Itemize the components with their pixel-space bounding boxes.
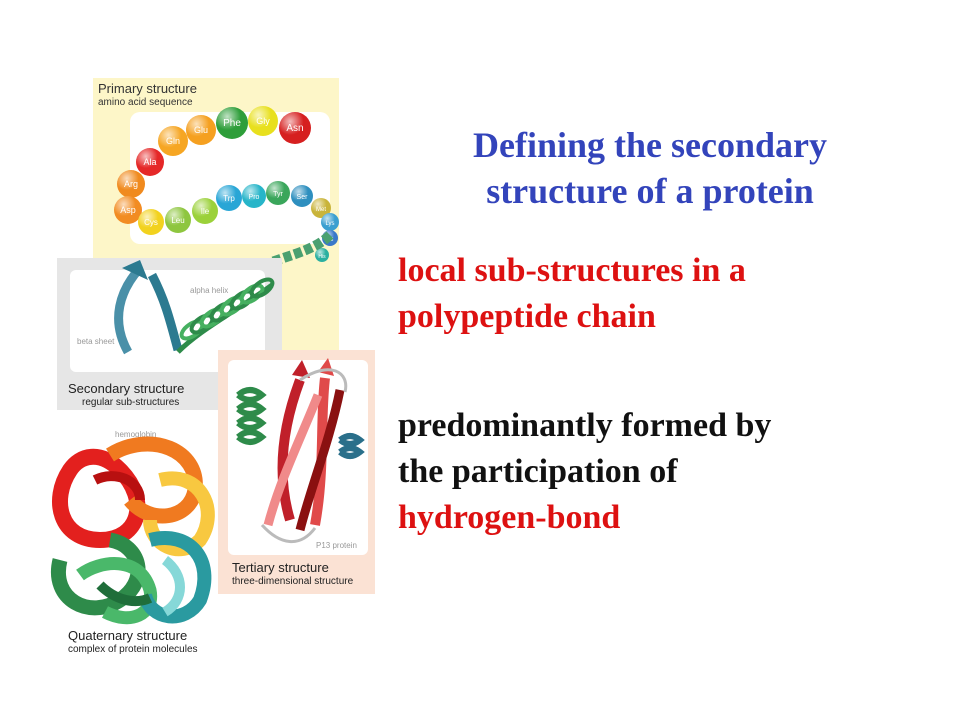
amino-acid-label: Ala [143,157,156,167]
helix-coil [249,277,275,299]
quaternary-structure-panel: hemoglobin Quaternary structure complex … [51,430,215,655]
amino-acid-bead-shine [114,196,142,224]
amino-acid-label: Met [316,207,326,213]
amino-acid-bead-shine [266,181,290,205]
amino-acid-label: Gln [166,136,180,146]
amino-acid-bead-shine [216,107,248,139]
amino-acid-bead-shine [291,185,313,207]
primary-structure-subtitle: amino acid sequence [98,97,193,108]
quaternary-structure-title: Quaternary structure [68,628,187,643]
amino-acid-bead-shine [311,198,331,218]
amino-acid-label: His [318,254,326,260]
amino-acid-label: Ile [201,207,210,216]
helix-coil [239,283,265,305]
hydrogen-bond-text: hydrogen-bond [398,499,621,536]
amino-acid-label: Ser [297,194,309,201]
amino-acid-label: Cys [144,218,158,227]
amino-acid-label: Asp [120,205,136,215]
formation-text: predominantly formed by the participatio… [398,403,771,541]
secondary-structure-title: Secondary structure [68,381,184,396]
amino-acid-label: Phe [223,118,241,129]
quaternary-structure-subtitle: complex of protein molecules [68,644,198,655]
hemoglobin-label: hemoglobin [115,430,156,439]
amino-acid-bead-shine [117,170,145,198]
p13-protein-label: P13 protein [316,541,357,550]
amino-acid-bead-shine [216,185,242,211]
amino-acid-bead-shine [242,184,266,208]
formation-line1: predominantly formed by [398,407,772,444]
beta-sheet-label: beta sheet [77,337,115,346]
amino-acid-label: Asn [286,123,303,134]
amino-acid-label: Lys [325,221,334,227]
amino-acid-bead-shine [315,248,329,262]
tertiary-structure-title: Tertiary structure [232,560,329,575]
amino-acid-label: Gly [256,116,270,126]
definition-line1: local sub-structures in a [398,252,746,289]
alpha-helix-label: alpha helix [190,286,228,295]
amino-acid-bead-shine [186,115,216,145]
amino-acid-bead-shine [279,112,311,144]
amino-acid-bead-shine [136,148,164,176]
definition-line2: polypeptide chain [398,298,656,335]
amino-acid-bead-shine [138,209,164,235]
protein-structure-diagram: Primary structure amino acid sequence Gl… [51,78,375,655]
amino-acid-bead-shine [192,198,218,224]
tertiary-structure-panel: P13 protein Tertiary structure three-dim… [218,350,375,594]
definition-text: local sub-structures in a polypeptide ch… [398,248,746,340]
amino-acid-label: Pro [249,194,260,201]
amino-acid-label: Arg [124,179,138,189]
slide-title-line2: structure of a protein [486,171,814,211]
secondary-structure-subtitle: regular sub-structures [82,397,179,408]
slide-title-line1: Defining the secondary [473,125,827,165]
amino-acid-label: Glu [194,125,208,135]
secondary-structure-panel: alpha helix beta sheet Secondary structu… [57,258,282,410]
formation-line2: the participation of [398,453,678,490]
amino-acid-bead-shine [158,126,188,156]
amino-acid-label: Tyr [273,191,283,198]
amino-acid-label: Trp [223,194,235,203]
amino-acid-bead-shine [321,213,339,231]
amino-acid-bead-shine [165,207,191,233]
primary-structure-title: Primary structure [98,81,197,96]
slide-title: Defining the secondary structure of a pr… [400,122,900,214]
amino-acid-label: Leu [171,216,184,225]
alpha-helix-coils [179,277,275,341]
amino-acid-bead-shine [248,106,278,136]
tertiary-structure-subtitle: three-dimensional structure [232,576,354,587]
